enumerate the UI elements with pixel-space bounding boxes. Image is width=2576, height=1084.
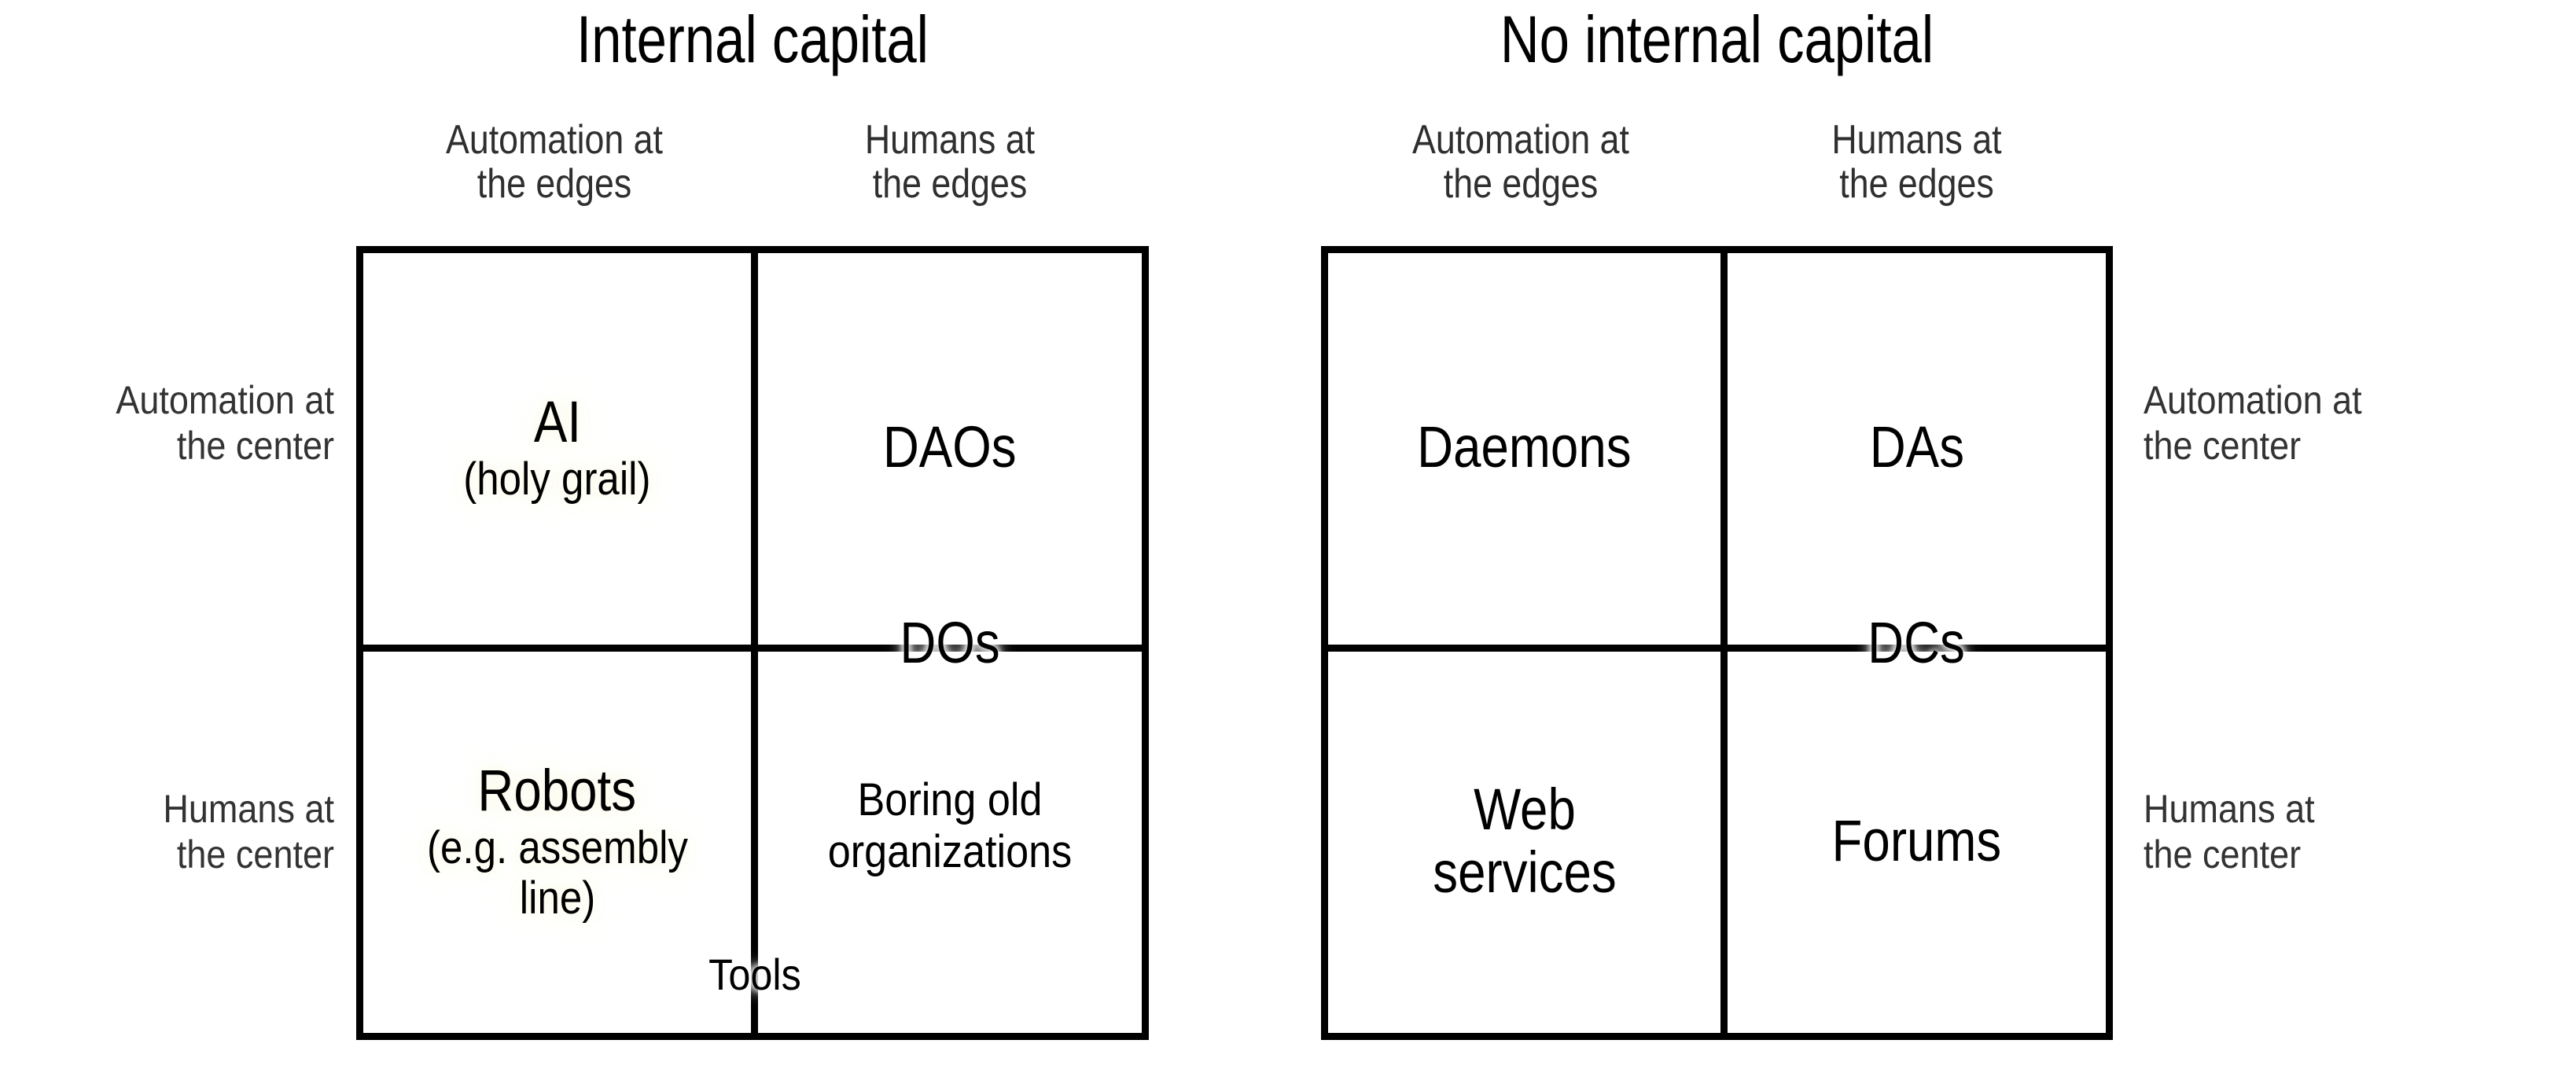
row-label-line1: Humans at xyxy=(2144,787,2315,831)
matrix-horizontal-divider xyxy=(1328,645,2106,652)
cell-primary-label: Forums xyxy=(1831,808,2002,873)
row-label-right-humans-center: Humans at the center xyxy=(2144,786,2462,877)
row-label-line2: the center xyxy=(176,832,334,876)
row-label-line2: the center xyxy=(2144,424,2302,468)
column-header-line1: Humans at xyxy=(864,117,1036,163)
row-label-line1: Automation at xyxy=(116,378,334,422)
cell-primary-label: DAOs xyxy=(883,414,1017,480)
cell-internal-automation-humans: DAOs xyxy=(758,253,1142,641)
panel-title-no-internal-capital: No internal capital xyxy=(1500,2,1934,76)
panel-title-internal-capital: Internal capital xyxy=(576,2,929,76)
column-header-line1: Automation at xyxy=(446,117,663,163)
column-header-right-humans-edges: Humans at the edges xyxy=(1748,118,2085,206)
column-header-left-humans-edges: Humans at the edges xyxy=(778,118,1121,206)
overlay-label-dcs: DCs xyxy=(1868,610,1965,675)
matrix-vertical-divider xyxy=(751,253,758,1033)
column-header-left-automation-edges: Automation at the edges xyxy=(385,118,723,206)
cell-primary-label: Daemons xyxy=(1417,414,1632,480)
cell-secondary-label: (e.g. assembly line) xyxy=(426,822,688,924)
column-header-line2: the edges xyxy=(477,161,632,207)
cell-internal-humans-humans: Boring old organizations xyxy=(758,649,1142,1003)
matrix-internal-capital xyxy=(356,246,1149,1040)
cell-internal-automation-automation: AI (holy grail) xyxy=(363,253,751,641)
column-header-right-automation-edges: Automation at the edges xyxy=(1349,118,1693,206)
cell-primary-label: Robots xyxy=(477,758,637,823)
row-label-left-automation-center: Automation at the center xyxy=(34,377,334,469)
row-label-line1: Humans at xyxy=(163,787,334,831)
overlay-label-tools: Tools xyxy=(708,950,801,999)
cell-primary-label: AI xyxy=(533,389,581,454)
cell-primary-label: Boring old organizations xyxy=(827,774,1073,877)
cell-primary-label: Web services xyxy=(1432,777,1617,905)
row-label-right-automation-center: Automation at the center xyxy=(2144,377,2462,469)
row-label-line2: the center xyxy=(176,424,334,468)
cell-secondary-label: (holy grail) xyxy=(463,454,651,505)
cell-nointernal-humans-automation: Web services xyxy=(1328,649,1720,1033)
column-header-line1: Automation at xyxy=(1412,117,1629,163)
cell-internal-humans-automation: Robots (e.g. assembly line) xyxy=(363,649,751,1033)
matrix-horizontal-divider xyxy=(363,645,1142,652)
column-header-line2: the edges xyxy=(1443,161,1599,207)
row-label-left-humans-center: Humans at the center xyxy=(34,786,334,877)
cell-nointernal-automation-automation: Daemons xyxy=(1328,253,1720,641)
column-header-line2: the edges xyxy=(1839,161,1994,207)
row-label-line2: the center xyxy=(2144,832,2302,876)
matrix-vertical-divider xyxy=(1720,253,1728,1033)
overlay-label-dos: DOs xyxy=(900,610,1000,675)
column-header-line2: the edges xyxy=(872,161,1028,207)
cell-primary-label: DAs xyxy=(1869,414,1964,480)
matrix-no-internal-capital xyxy=(1321,246,2113,1040)
cell-nointernal-humans-humans: Forums xyxy=(1728,649,2106,1033)
column-header-line1: Humans at xyxy=(1831,117,2002,163)
cell-nointernal-automation-humans: DAs xyxy=(1728,253,2106,641)
row-label-line1: Automation at xyxy=(2144,378,2362,422)
